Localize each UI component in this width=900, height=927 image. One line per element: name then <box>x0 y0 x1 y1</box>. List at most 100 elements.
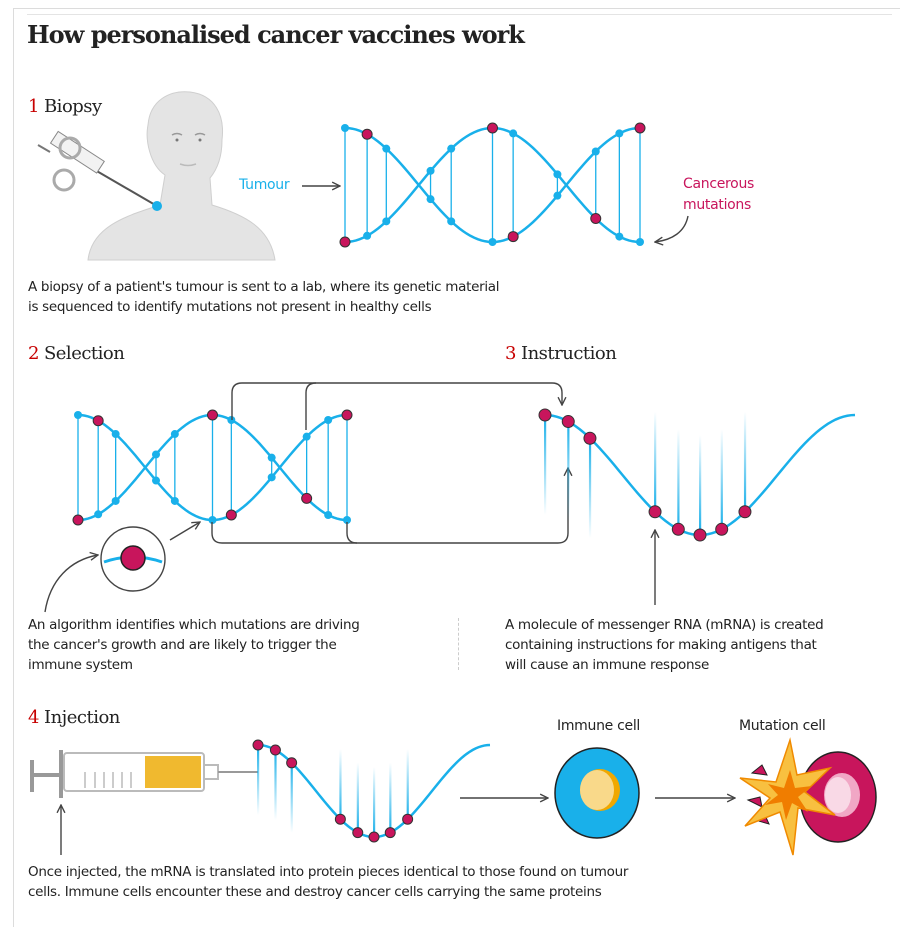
nucleotide-dot <box>208 516 217 524</box>
mutation-cell-label: Mutation cell <box>739 718 826 734</box>
codon-line <box>274 750 277 821</box>
mutation-dot <box>334 813 346 825</box>
codon-line <box>677 429 680 530</box>
nucleotide-dot <box>170 496 179 505</box>
codon-line <box>257 745 260 815</box>
mutation-dot <box>341 409 353 421</box>
patient-head-icon <box>87 91 276 261</box>
caption-line: is sequenced to identify mutations not p… <box>28 299 432 315</box>
codon-line <box>339 749 342 820</box>
label-line: Cancerous <box>683 176 755 192</box>
nucleotide-dot <box>615 232 624 241</box>
mutation-arrow <box>655 215 689 242</box>
mutation-dot <box>507 231 519 243</box>
mutation-dot <box>225 509 237 521</box>
codon-line <box>743 411 747 512</box>
title-rule <box>27 14 892 15</box>
mrna-strand-icon <box>538 408 856 542</box>
mutation-dot <box>92 415 104 427</box>
mutation-dot <box>301 492 313 504</box>
nucleotide-dot <box>636 238 644 246</box>
connector-lines <box>44 382 655 613</box>
nucleotide-dot <box>488 238 497 246</box>
nucleotide-dot <box>343 516 351 524</box>
codon-line <box>356 762 359 833</box>
caption-divider <box>458 618 459 670</box>
mutation-dot <box>402 813 414 825</box>
caption-line: will cause an immune response <box>505 657 709 673</box>
mutation-dot <box>361 128 373 140</box>
mutation-dot <box>590 213 602 225</box>
nucleotide-dot <box>363 231 372 240</box>
frame-border-left <box>13 8 14 927</box>
nucleotide-dot <box>74 411 82 419</box>
mutation-dot <box>693 528 707 542</box>
caption-line: A biopsy of a patient's tumour is sent t… <box>28 279 500 295</box>
caption-line: immune system <box>28 657 133 673</box>
codon-line <box>544 415 547 515</box>
nucleotide-dot <box>267 473 276 482</box>
mutation-dot <box>583 431 597 445</box>
nucleotide-dot <box>426 195 435 204</box>
dna-helix-icon <box>72 409 353 526</box>
codon-line <box>406 749 409 820</box>
nucleotide-dot <box>170 430 179 439</box>
caption-line: containing instructions for making antig… <box>505 637 817 653</box>
nucleotide-dot <box>615 129 624 138</box>
caption-line: A molecule of messenger RNA (mRNA) is cr… <box>505 617 824 633</box>
instruction-caption: A molecule of messenger RNA (mRNA) is cr… <box>505 615 824 675</box>
codon-line <box>389 762 392 833</box>
nucleotide-dot <box>94 510 103 519</box>
mutation-dot <box>286 757 298 769</box>
nucleotide-dot <box>324 511 333 520</box>
nucleotide-dot <box>553 191 562 200</box>
caption-line: An algorithm identifies which mutations … <box>28 617 360 633</box>
biopsy-caption: A biopsy of a patient's tumour is sent t… <box>28 277 500 317</box>
caption-line: Once injected, the mRNA is translated in… <box>28 864 629 880</box>
immune-cell-label: Immune cell <box>557 718 641 734</box>
section-title: Selection <box>43 343 125 364</box>
mutation-dot <box>269 744 281 756</box>
mutation-dot <box>368 831 380 843</box>
mutation-dot <box>72 514 84 526</box>
mutation-dot <box>561 415 575 429</box>
section-number: 3 <box>505 343 516 364</box>
mrna-strand-icon <box>252 739 491 843</box>
nucleotide-dot <box>111 430 120 439</box>
frame-border-top <box>13 8 900 9</box>
nucleotide-dot <box>324 415 333 424</box>
mutation-dot <box>738 505 752 519</box>
nucleotide-dot <box>382 217 391 226</box>
section-number: 4 <box>28 707 39 728</box>
nucleotide-dot <box>302 432 311 441</box>
mutation-dot <box>384 827 396 839</box>
section-number: 2 <box>28 343 39 364</box>
section-title: Instruction <box>520 343 617 364</box>
section-title: Biopsy <box>43 96 102 117</box>
page-title: How personalised cancer vaccines work <box>27 20 525 49</box>
syringe-icon <box>37 130 162 211</box>
nucleotide-dot <box>111 496 120 505</box>
mutation-dot <box>538 408 552 422</box>
selection-caption: An algorithm identifies which mutations … <box>28 615 360 675</box>
section-number: 1 <box>28 96 39 117</box>
mutation-dot <box>487 122 498 134</box>
caption-line: the cancer's growth and are likely to tr… <box>28 637 337 653</box>
codon-line <box>654 411 657 512</box>
nucleotide-dot <box>152 450 161 459</box>
nucleotide-dot <box>382 144 391 153</box>
mutation-dot <box>339 236 351 248</box>
codon-line <box>699 435 702 535</box>
nucleotide-dot <box>447 217 456 226</box>
codon-line <box>588 438 592 539</box>
mutation-dot <box>671 522 685 536</box>
magnifier-icon <box>100 526 166 592</box>
codon-line <box>720 429 723 530</box>
mutation-dot <box>648 505 662 519</box>
nucleotide-dot <box>426 166 435 175</box>
nucleotide-dot <box>447 144 456 153</box>
